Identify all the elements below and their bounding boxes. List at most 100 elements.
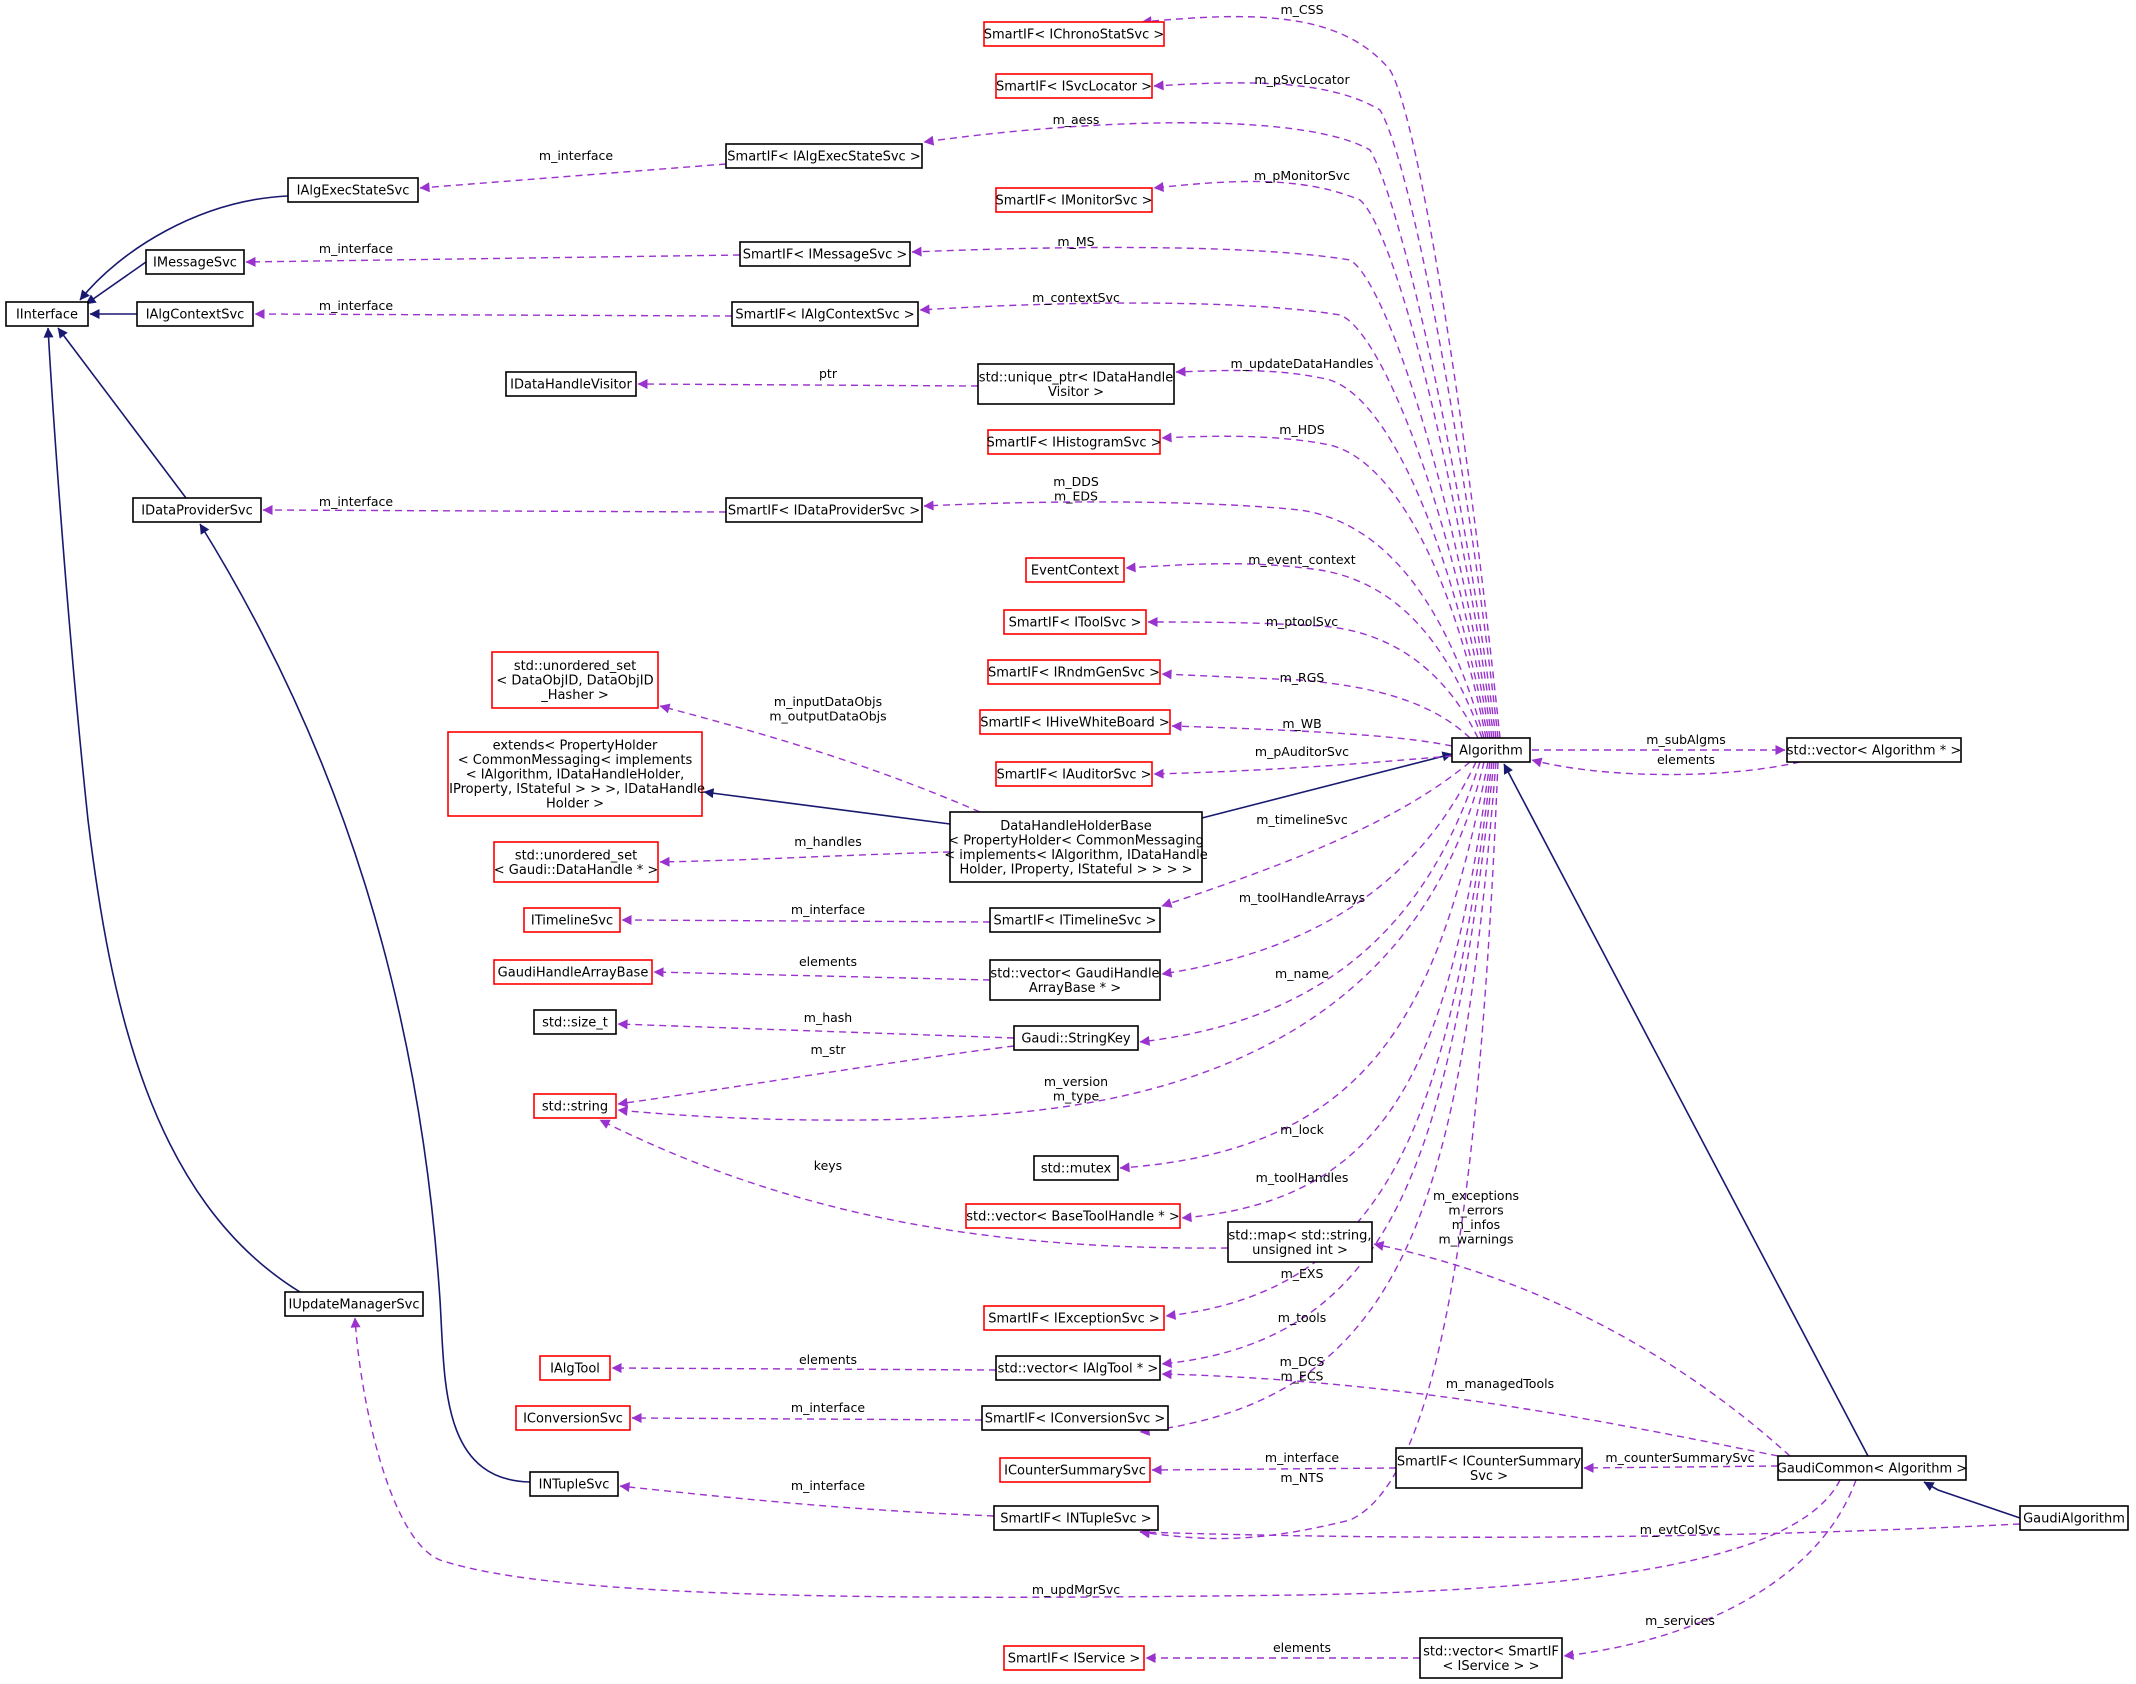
node-iupdatemanagersvc[interactable]: IUpdateManagerSvc: [284, 1291, 424, 1317]
node-label: ICounterSummarySvc: [1004, 1464, 1146, 1479]
usage-edge-algorithm-to-smartif-irndmgensvc: [1161, 669, 1471, 739]
node-stringkey[interactable]: Gaudi::StringKey: [1013, 1025, 1139, 1051]
edge-label-m-interface: m_interface: [319, 494, 393, 509]
node-label: SmartIF< IExceptionSvc >: [988, 1312, 1160, 1327]
edge-label-m-lock: m_lock: [1280, 1122, 1324, 1137]
node-vector-ialgtool[interactable]: std::vector< IAlgTool * >: [995, 1355, 1161, 1381]
node-smartif-ialgexecstatesvc[interactable]: SmartIF< IAlgExecStateSvc >: [725, 143, 923, 169]
node-smartif-intuplesvc[interactable]: SmartIF< INTupleSvc >: [993, 1505, 1159, 1531]
node-label: IAlgTool: [550, 1362, 600, 1377]
node-intuplesvc[interactable]: INTupleSvc: [529, 1471, 619, 1497]
node-label: EventContext: [1031, 564, 1119, 579]
node-box: [287, 177, 419, 203]
edge-label-m-interface: m_interface: [319, 298, 393, 313]
node-mutex[interactable]: std::mutex: [1033, 1155, 1119, 1181]
node-eventcontext[interactable]: EventContext: [1025, 557, 1125, 583]
node-gaudicommon[interactable]: GaudiCommon< Algorithm >: [1777, 1455, 1967, 1481]
nodes: GaudiAlgorithm GaudiCommon< Algorithm > Al…: [5, 21, 2129, 1679]
node-extends-propertyholder[interactable]: extends< PropertyHolder< CommonMessaging…: [445, 731, 705, 817]
node-gaudialgorithm[interactable]: GaudiAlgorithm: [2019, 1505, 2129, 1531]
node-label: SmartIF< IDataProviderSvc >: [728, 504, 920, 519]
node-label: IMessageSvc: [153, 256, 237, 271]
node-vector-smartif-iservice[interactable]: std::vector< SmartIF< IService > >: [1419, 1637, 1563, 1679]
edge-label-m-interface: m_interface: [319, 241, 393, 256]
node-ialgtool[interactable]: IAlgTool: [539, 1355, 611, 1381]
node-unordered-set-datahandle[interactable]: std::unordered_set< Gaudi::DataHandle * …: [493, 841, 659, 883]
inherit-edge-intuplesvc-to-idataprovidersvc: [199, 523, 531, 1483]
usage-edge-algorithm-to-stringkey: [1139, 761, 1481, 1046]
node-box: [1003, 1645, 1145, 1671]
node-map-string-uint[interactable]: std::map< std::string,unsigned int >: [1227, 1221, 1373, 1263]
node-smartif-iconversionsvc[interactable]: SmartIF< IConversionSvc >: [981, 1405, 1169, 1431]
node-box: [995, 761, 1153, 787]
node-vecalgptr[interactable]: std::vector< Algorithm * >: [1786, 737, 1962, 763]
node-icountersummarysvc[interactable]: ICounterSummarySvc: [999, 1457, 1151, 1483]
node-label: ITimelineSvc: [531, 914, 613, 929]
node-label: SmartIF< INTupleSvc >: [1000, 1512, 1151, 1527]
node-smartif-imonitorsvc[interactable]: SmartIF< IMonitorSvc >: [995, 187, 1153, 213]
node-smartif-idataprovidersvc[interactable]: SmartIF< IDataProviderSvc >: [725, 497, 923, 523]
node-box: [493, 841, 659, 883]
node-gaudihandlearraybase[interactable]: GaudiHandleArrayBase: [493, 959, 653, 985]
node-box: [977, 363, 1175, 405]
node-iinterface[interactable]: IInterface: [5, 301, 89, 327]
node-smartif-iexceptionsvc[interactable]: SmartIF< IExceptionSvc >: [983, 1305, 1165, 1331]
node-ialgcontextsvc[interactable]: IAlgContextSvc: [136, 301, 254, 327]
node-smartif-iservice[interactable]: SmartIF< IService >: [1003, 1645, 1145, 1671]
usage-edge-map-string-uint-to-string: [599, 1119, 1229, 1249]
node-label: std::vector< IAlgTool * >: [998, 1362, 1159, 1377]
node-smartif-itoolsvc[interactable]: SmartIF< IToolSvc >: [1003, 609, 1147, 635]
node-box: [491, 651, 659, 709]
edge-label-m-countersummarysvc: m_counterSummarySvc: [1605, 1450, 1754, 1465]
edge-label-m-evtcolsvc: m_evtColSvc: [1640, 1522, 1721, 1537]
node-size-t[interactable]: std::size_t: [533, 1009, 617, 1035]
usage-edge-gaudicommon-to-vector-smartif-iservice: [1563, 1479, 1857, 1660]
inherit-edge-imessagesvc-to-iinterface: [85, 261, 147, 305]
edge-label-m-interface: m_interface: [1265, 1450, 1339, 1465]
usage-edge-algorithm-to-smartif-idataprovidersvc: [923, 500, 1485, 739]
node-ialgexecstatesvc[interactable]: IAlgExecStateSvc: [287, 177, 419, 203]
usage-edge-stringkey-to-string: [617, 1045, 1015, 1108]
node-smartif-imessagesvc[interactable]: SmartIF< IMessageSvc >: [739, 241, 911, 267]
node-box: [1419, 1637, 1563, 1679]
node-smartif-itimelinesvc[interactable]: SmartIF< ITimelineSvc >: [989, 907, 1161, 933]
node-smartif-ihivewhiteboard[interactable]: SmartIF< IHiveWhiteBoard >: [979, 709, 1171, 735]
node-vector-basetoolhandle[interactable]: std::vector< BaseToolHandle * >: [965, 1203, 1181, 1229]
edge-label-m-interface: m_interface: [791, 1400, 865, 1415]
node-smartif-ihistogramsvc[interactable]: SmartIF< IHistogramSvc >: [986, 429, 1162, 455]
node-idataprovidersvc[interactable]: IDataProviderSvc: [132, 497, 262, 523]
usage-edge-algorithm-to-smartif-ihivewhiteboard: [1171, 721, 1453, 747]
edge-label-m-hds: m_HDS: [1279, 422, 1324, 437]
node-string[interactable]: std::string: [533, 1093, 617, 1119]
node-label: std::string: [542, 1100, 608, 1115]
edge-label-elements: elements: [799, 954, 857, 969]
node-algorithm[interactable]: Algorithm: [1451, 737, 1531, 763]
node-imessagesvc[interactable]: IMessageSvc: [145, 249, 245, 275]
node-smartif-ialgcontextsvc[interactable]: SmartIF< IAlgContextSvc >: [731, 301, 919, 327]
node-idatahandlevisitor[interactable]: IDataHandleVisitor: [505, 371, 637, 397]
node-iconversionsvc[interactable]: IConversionSvc: [515, 1405, 631, 1431]
inherit-edge-gaudicommon-to-algorithm: [1503, 763, 1869, 1457]
inherit-edge-idataprovidersvc-to-iinterface: [57, 327, 187, 499]
node-smartif-ichronostatsvc[interactable]: SmartIF< IChronoStatSvc >: [983, 21, 1165, 47]
node-box: [5, 301, 89, 327]
node-smartif-isvclocator[interactable]: SmartIF< ISvcLocator >: [995, 73, 1153, 99]
edge-label-m-hash: m_hash: [804, 1010, 852, 1025]
node-itimelinesvc[interactable]: ITimelineSvc: [523, 907, 621, 933]
node-label: SmartIF< IRndmGenSvc >: [988, 666, 1160, 681]
usage-edge-gaudicommon-to-map-string-uint: [1373, 1241, 1791, 1457]
node-datahandleholderbase[interactable]: DataHandleHolderBase< PropertyHolder< Co…: [944, 811, 1208, 883]
node-unordered-set-dataobjid[interactable]: std::unordered_set< DataObjID, DataObjID…: [491, 651, 659, 709]
node-label: IConversionSvc: [523, 1412, 623, 1427]
usage-edge-algorithm-to-smartif-iauditorsvc: [1153, 755, 1453, 779]
node-smartif-iauditorsvc[interactable]: SmartIF< IAuditorSvc >: [995, 761, 1153, 787]
usage-edge-algorithm-to-smartif-ialgcontextsvc: [919, 302, 1491, 739]
node-smartif-irndmgensvc[interactable]: SmartIF< IRndmGenSvc >: [987, 659, 1161, 685]
edge-label-m-name: m_name: [1275, 966, 1329, 981]
node-label: std::vector< SmartIF< IService > >: [1423, 1644, 1559, 1674]
